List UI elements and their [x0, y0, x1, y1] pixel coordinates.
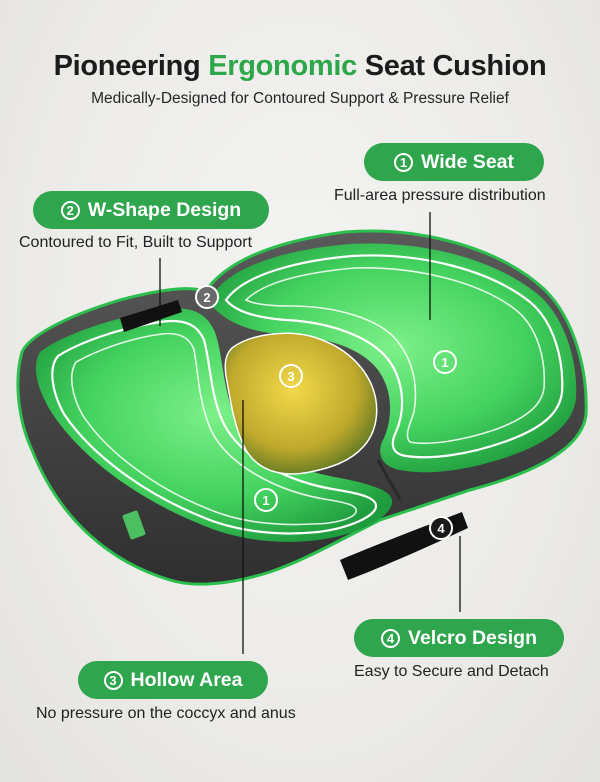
back-strap [120, 300, 182, 332]
wide-seat-label: Wide Seat [420, 150, 514, 173]
brand-tag [122, 510, 146, 540]
title-part-1: Pioneering [53, 50, 209, 82]
w-shape-pill: 2 W-Shape Design [33, 191, 269, 229]
marker-w-shape: 2 [195, 285, 219, 309]
center-split [376, 459, 402, 501]
contour-line-left-1 [51, 319, 378, 535]
w-shape-desc: Contoured to Fit, Built to Support [19, 234, 253, 251]
svg-text:4: 4 [437, 521, 445, 536]
velcro-desc: Easy to Secure and Detach [354, 663, 549, 680]
marker-velcro: 4 [429, 516, 453, 540]
w-shape-number: 2 [60, 200, 80, 220]
svg-text:3: 3 [287, 369, 294, 384]
hollow-label: Hollow Area [130, 668, 243, 691]
wide-seat-pill: 1 Wide Seat [364, 143, 544, 181]
w-shape-label: W-Shape Design [87, 198, 242, 221]
velcro-label: Velcro Design [408, 626, 537, 649]
svg-text:1: 1 [262, 493, 269, 508]
velcro-pill: 4 Velcro Design [354, 619, 564, 657]
svg-text:2: 2 [203, 290, 210, 305]
left-seat-surface [35, 308, 393, 542]
page-subtitle: Medically-Designed for Contoured Support… [91, 90, 509, 107]
wide-seat-desc: Full-area pressure distribution [334, 187, 546, 204]
velcro-number: 4 [381, 628, 401, 648]
marker-wide-seat-upper: 1 [433, 350, 457, 374]
hollow-area [224, 332, 378, 475]
hollow-desc: No pressure on the coccyx and anus [36, 705, 296, 722]
page-title: Pioneering Ergonomic Seat Cushion [0, 50, 600, 83]
wide-seat-number: 1 [393, 152, 413, 172]
marker-hollow: 3 [279, 364, 303, 388]
marker-wide-seat-lower: 1 [254, 488, 278, 512]
hollow-pill: 3 Hollow Area [78, 661, 268, 699]
contour-line-right-2 [244, 267, 546, 445]
contour-line-left-2 [70, 332, 357, 526]
title-accent: Ergonomic [208, 50, 357, 82]
title-part-2: Seat Cushion [356, 50, 547, 82]
contour-line-right-1 [224, 254, 564, 459]
hollow-number: 3 [103, 670, 123, 690]
svg-text:1: 1 [441, 355, 448, 370]
right-seat-surface [212, 243, 577, 473]
